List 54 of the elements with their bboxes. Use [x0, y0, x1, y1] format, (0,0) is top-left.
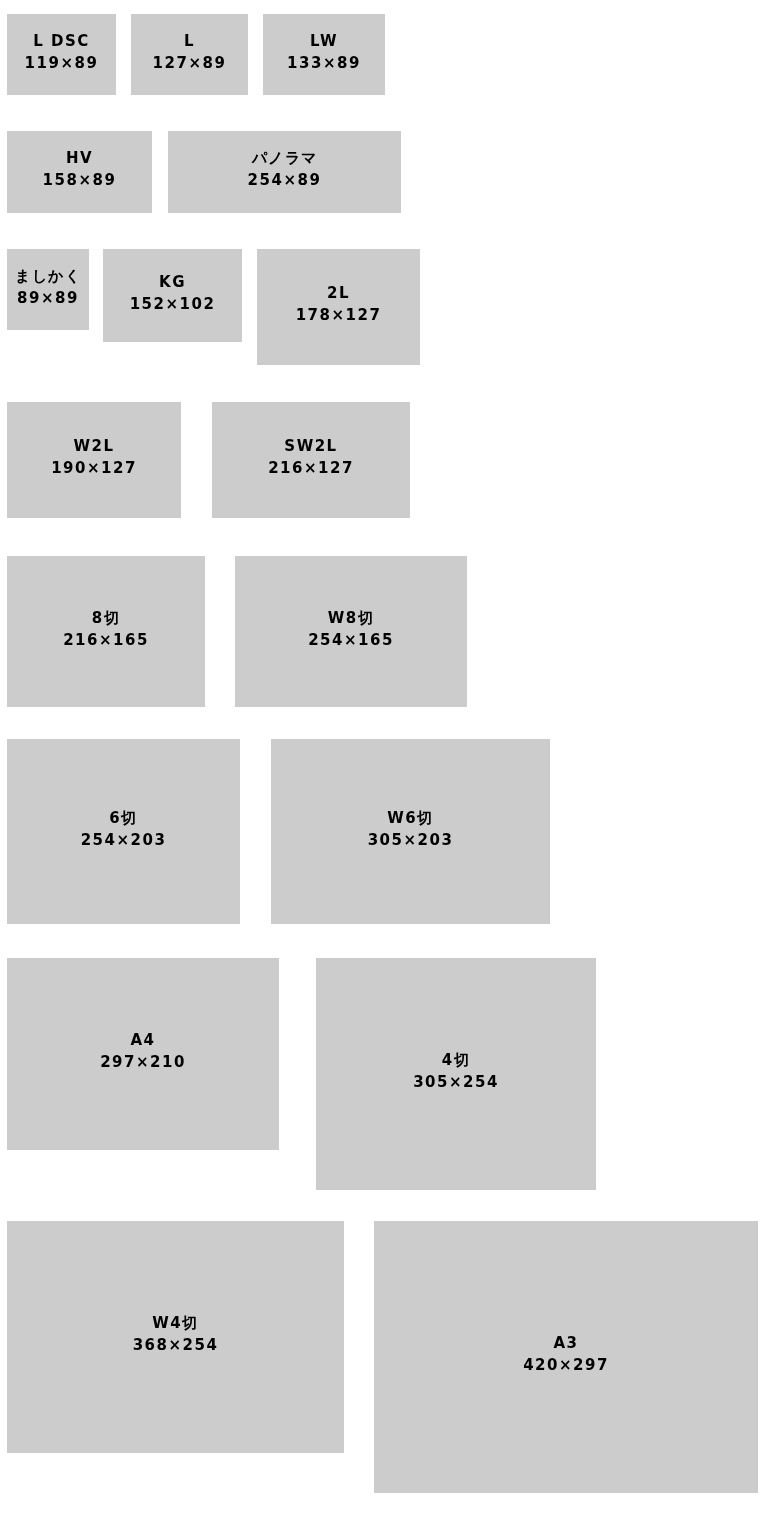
size-dimensions: 190×127	[51, 458, 137, 479]
size-dimensions: 119×89	[24, 52, 99, 74]
print-size-box	[103, 249, 242, 342]
size-name: LW	[310, 30, 338, 52]
print-size-box	[7, 1221, 344, 1453]
size-name: 2L	[327, 283, 350, 304]
print-size-box	[7, 131, 152, 213]
size-name: 4切	[441, 1050, 471, 1071]
size-name: 6切	[109, 807, 138, 829]
size-name: L	[183, 30, 196, 52]
size-dimensions: 89×89	[17, 287, 79, 309]
size-name: W4切	[152, 1313, 199, 1334]
size-name: パノラマ	[251, 148, 318, 169]
size-dimensions: 178×127	[295, 305, 382, 326]
size-name: A4	[130, 1030, 156, 1051]
print-size-box	[271, 739, 550, 924]
size-dimensions: 305×203	[367, 829, 454, 851]
print-size-box	[7, 958, 279, 1150]
print-size-box	[7, 739, 240, 924]
size-dimensions: 368×254	[132, 1335, 219, 1356]
print-size-box	[316, 958, 596, 1190]
print-size-box	[168, 131, 401, 213]
size-dimensions: 216×127	[268, 458, 354, 479]
print-size-box	[257, 249, 420, 365]
size-dimensions: 216×165	[63, 629, 149, 651]
print-size-box	[263, 14, 385, 95]
size-name: W6切	[387, 807, 434, 829]
size-dimensions: 254×165	[308, 629, 394, 651]
print-size-box	[7, 556, 205, 707]
size-name: HV	[65, 148, 94, 169]
size-name: SW2L	[284, 436, 338, 457]
size-name: 8切	[91, 607, 121, 629]
size-name: L DSC	[33, 30, 90, 52]
size-dimensions: 420×297	[523, 1355, 609, 1376]
print-size-box	[374, 1221, 758, 1493]
size-dimensions: 127×89	[152, 52, 227, 74]
print-size-box	[7, 14, 116, 95]
print-size-box	[7, 249, 89, 330]
size-dimensions: 254×89	[247, 170, 322, 191]
size-name: W8切	[327, 607, 375, 629]
size-dimensions: 133×89	[287, 52, 361, 74]
size-name: A3	[553, 1333, 579, 1354]
print-size-box	[212, 402, 410, 518]
print-size-box	[235, 556, 467, 707]
size-dimensions: 158×89	[42, 170, 117, 191]
size-name: W2L	[73, 436, 115, 457]
size-dimensions: 152×102	[129, 293, 216, 315]
size-dimensions: 254×203	[80, 829, 167, 851]
size-dimensions: 305×254	[413, 1072, 499, 1093]
size-name: KG	[159, 271, 186, 293]
print-size-box	[131, 14, 248, 95]
size-dimensions: 297×210	[100, 1052, 186, 1073]
print-size-box	[7, 402, 181, 518]
size-name: ましかく	[15, 265, 81, 287]
